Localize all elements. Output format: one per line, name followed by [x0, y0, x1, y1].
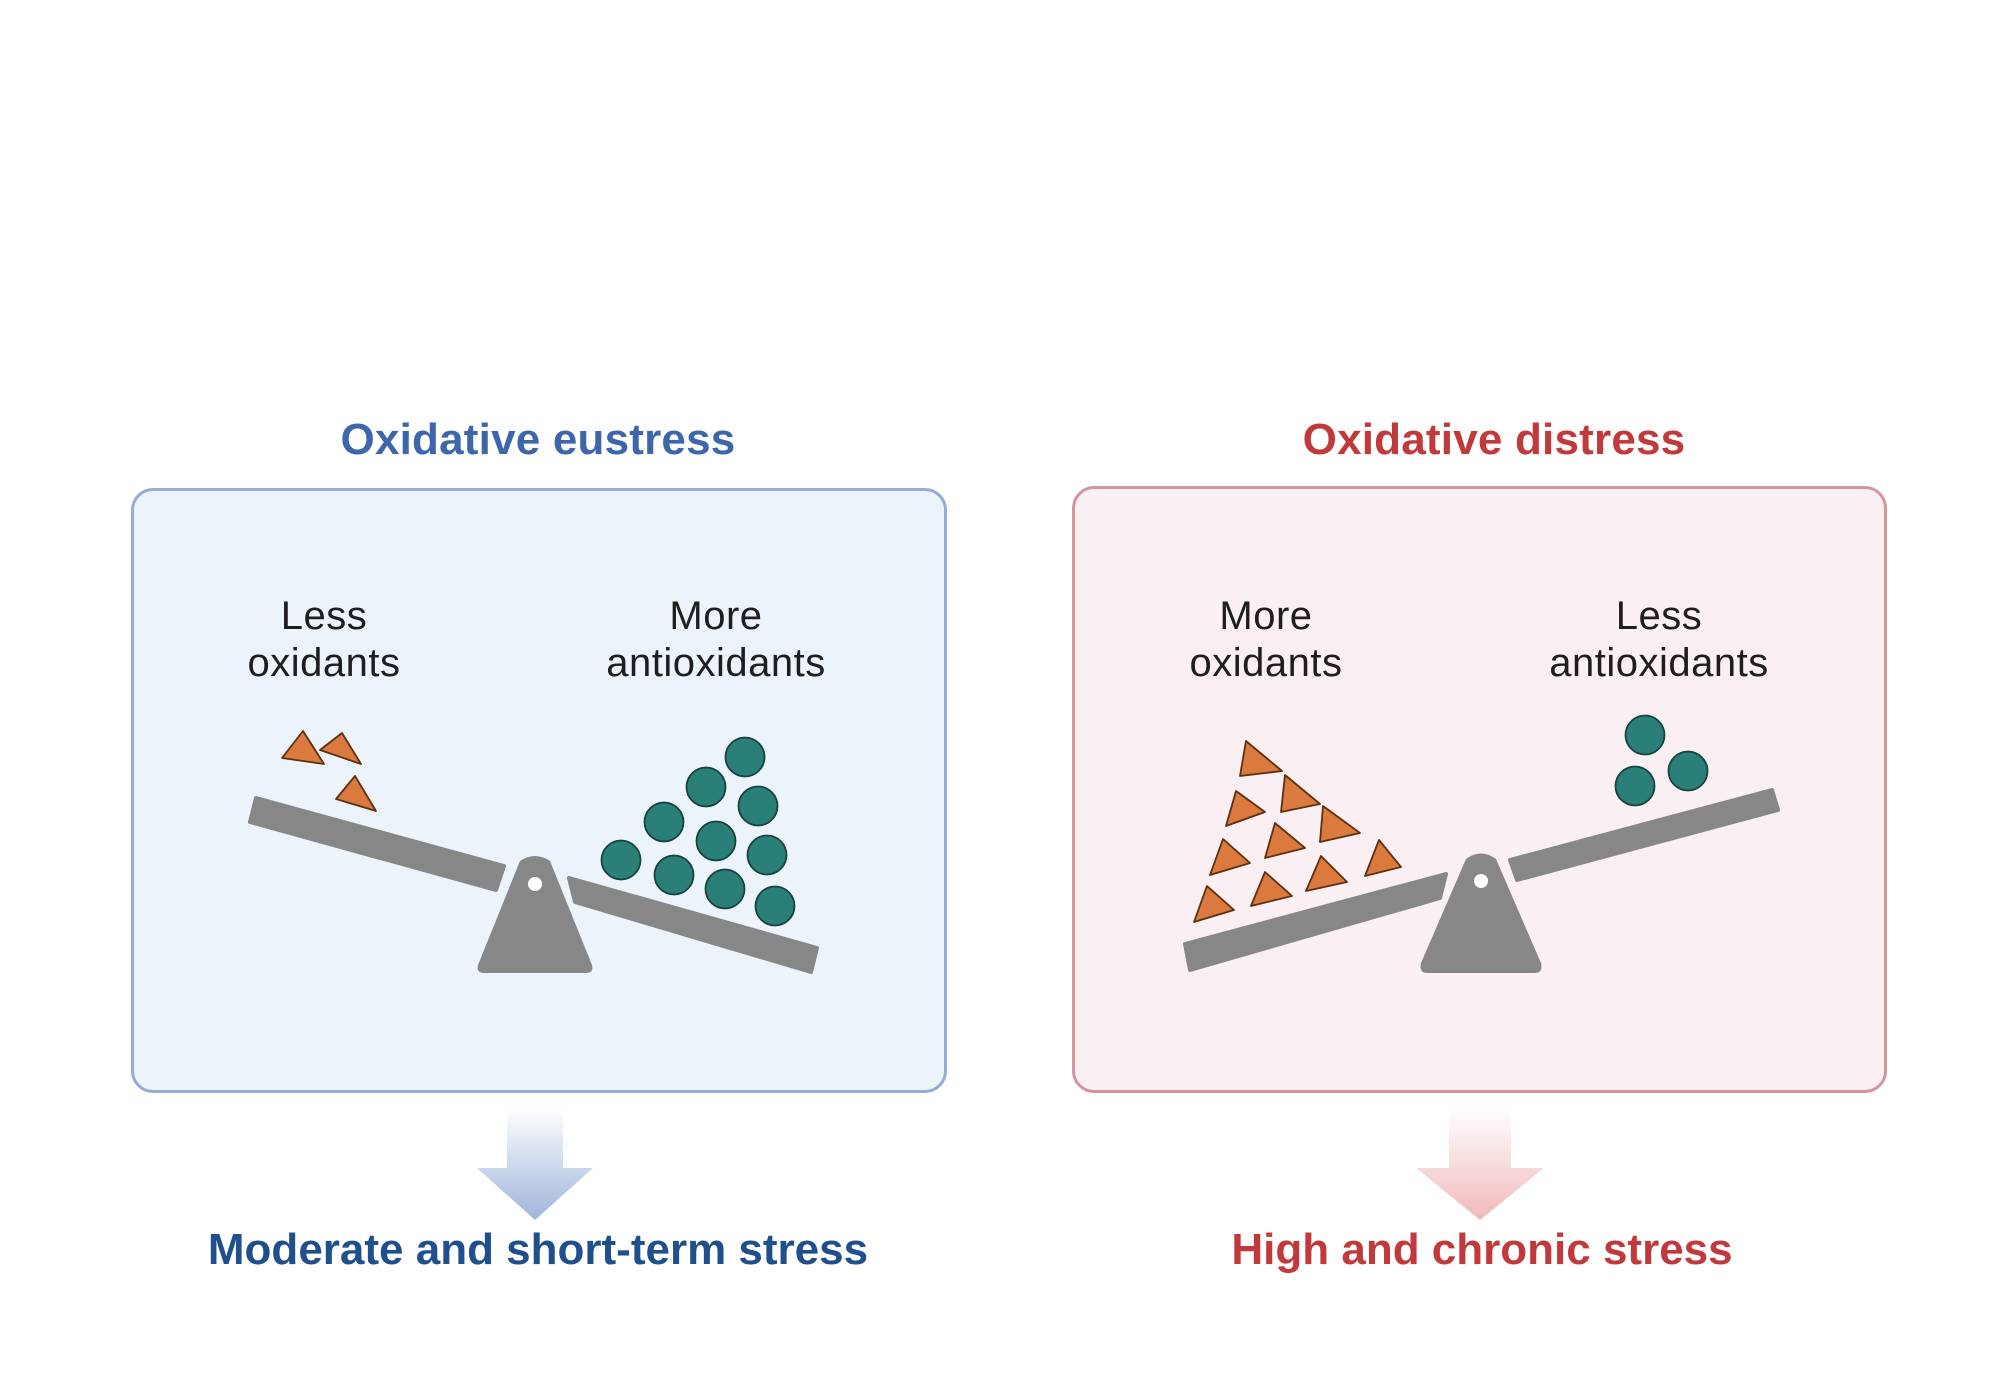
seesaw-right-plank — [1508, 788, 1780, 882]
antioxidant-icon — [685, 766, 727, 808]
antioxidant-icon — [737, 785, 779, 827]
distress-antioxidants — [1614, 714, 1709, 807]
antioxidant-icon — [653, 854, 695, 896]
oxidant-icon — [1319, 805, 1361, 843]
antioxidant-icon — [643, 801, 685, 843]
oxidant-icon — [1364, 839, 1402, 877]
distress-seesaw-icon — [1183, 788, 1780, 973]
label-line: More antioxidants — [606, 594, 826, 685]
eustress-outcome: Moderate and short-term stress — [207, 1225, 869, 1274]
label-line: More oxidants — [1189, 594, 1343, 685]
antioxidant-icon — [724, 736, 766, 778]
distress-panel — [1072, 486, 1887, 1093]
seesaw-right-plank — [567, 876, 819, 974]
eustress-title: Oxidative eustress — [340, 415, 736, 464]
distress-outcome: High and chronic stress — [1231, 1225, 1733, 1274]
eustress-left-label: Less oxidants — [164, 593, 484, 687]
oxidant-icon — [281, 730, 325, 765]
eustress-down-arrow-icon — [477, 1108, 593, 1220]
seesaw-fulcrum — [477, 856, 593, 973]
seesaw-left-plank — [248, 796, 506, 892]
oxidant-icon — [1209, 838, 1251, 876]
label-line: Less oxidants — [247, 594, 401, 685]
antioxidant-icon — [1614, 765, 1656, 807]
oxidant-icon — [1225, 790, 1266, 827]
eustress-seesaw-icon — [248, 796, 819, 974]
oxidant-icon — [1250, 871, 1293, 907]
antioxidant-icon — [1667, 750, 1709, 792]
label-line: Less antioxidants — [1549, 594, 1769, 685]
oxidant-icon — [1264, 822, 1306, 859]
oxidant-icon — [1193, 885, 1235, 923]
distress-title: Oxidative distress — [1302, 415, 1686, 464]
oxidant-icon — [1280, 774, 1321, 813]
antioxidant-icon — [695, 820, 737, 862]
distress-down-arrow-icon — [1416, 1108, 1544, 1220]
fulcrum-hole — [1474, 874, 1488, 888]
antioxidant-icon — [746, 834, 788, 876]
oxidant-icon — [335, 775, 377, 812]
oxidant-icon — [319, 732, 362, 765]
eustress-right-label: More antioxidants — [556, 593, 876, 687]
eustress-antioxidants — [600, 736, 796, 927]
distress-oxidants — [1193, 740, 1402, 923]
antioxidant-icon — [704, 868, 746, 910]
oxidant-icon — [1305, 855, 1348, 892]
oxidant-icon — [1239, 740, 1283, 777]
antioxidant-icon — [754, 885, 796, 927]
fulcrum-hole — [528, 877, 542, 891]
eustress-oxidants — [281, 730, 377, 812]
seesaw-left-plank — [1183, 872, 1448, 972]
eustress-panel — [131, 488, 947, 1093]
antioxidant-icon — [600, 839, 642, 881]
distress-left-label: More oxidants — [1106, 593, 1426, 687]
seesaw-fulcrum — [1420, 853, 1542, 973]
antioxidant-icon — [1624, 714, 1666, 756]
distress-right-label: Less antioxidants — [1499, 593, 1819, 687]
